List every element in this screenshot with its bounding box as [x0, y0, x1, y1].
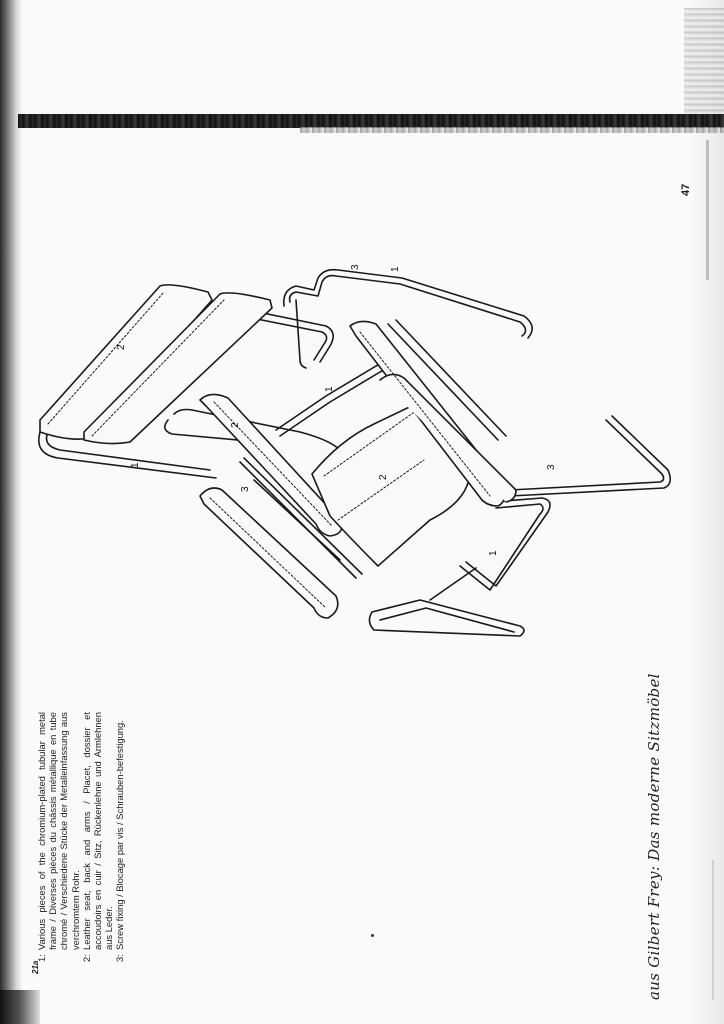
caption-item-text: Leather seat, back and arms / Placet, do… [80, 712, 115, 950]
tube-frame-top [282, 268, 533, 369]
part-label: 1 [488, 550, 499, 556]
caption-item-number: 2: [80, 954, 92, 962]
binding-shadow-corner [0, 990, 40, 1024]
ink-dot [371, 934, 374, 937]
caption-item-number: 3: [114, 954, 126, 962]
edge-mark [706, 140, 709, 280]
part-label: 3 [350, 264, 361, 270]
page-number: 47 [680, 183, 692, 196]
header-rule [18, 114, 724, 128]
figure-caption: 1: Various pieces of the chromium-plated… [36, 712, 126, 962]
screw-rods [239, 457, 363, 579]
header-rule-shadow [300, 127, 724, 133]
part-label: 2 [378, 474, 389, 480]
part-label: 1 [324, 386, 335, 392]
leather-back-piece [39, 284, 273, 445]
caption-item: 1: Various pieces of the chromium-plated… [36, 712, 81, 962]
leather-arm-piece-right [349, 320, 517, 507]
leather-arm-piece-lower [199, 487, 339, 619]
caption-item-number: 1: [36, 954, 47, 962]
part-label: 1 [130, 462, 141, 468]
caption-item-text: Various pieces of the chromium-plated tu… [36, 712, 81, 950]
part-label: 1 [390, 266, 401, 272]
caption-item: 3: Screw fixing / Blocage par vis / Schr… [114, 712, 125, 962]
part-label: 3 [240, 486, 251, 492]
scan-noise [684, 8, 724, 118]
figure-number: 21a [31, 960, 40, 974]
part-label: 2 [230, 422, 241, 428]
tube-frame-bottom [368, 415, 672, 637]
part-label: 3 [546, 464, 557, 470]
edge-mark [712, 860, 714, 1000]
exploded-chair-drawing: 1 1 1 1 2 2 2 3 3 3 [38, 264, 672, 637]
leather-arm-piece [199, 393, 343, 537]
caption-item-text: Screw fixing / Blocage par vis / Schraub… [114, 720, 126, 950]
caption-item: 2: Leather seat, back and arms / Placet,… [81, 712, 115, 962]
handwritten-source-note: aus Gilbert Frey: Das moderne Sitzmöbel [645, 673, 663, 1000]
part-labels: 1 1 1 1 2 2 2 3 3 3 [116, 264, 557, 556]
part-label: 2 [116, 344, 127, 350]
binding-shadow [0, 0, 22, 1024]
